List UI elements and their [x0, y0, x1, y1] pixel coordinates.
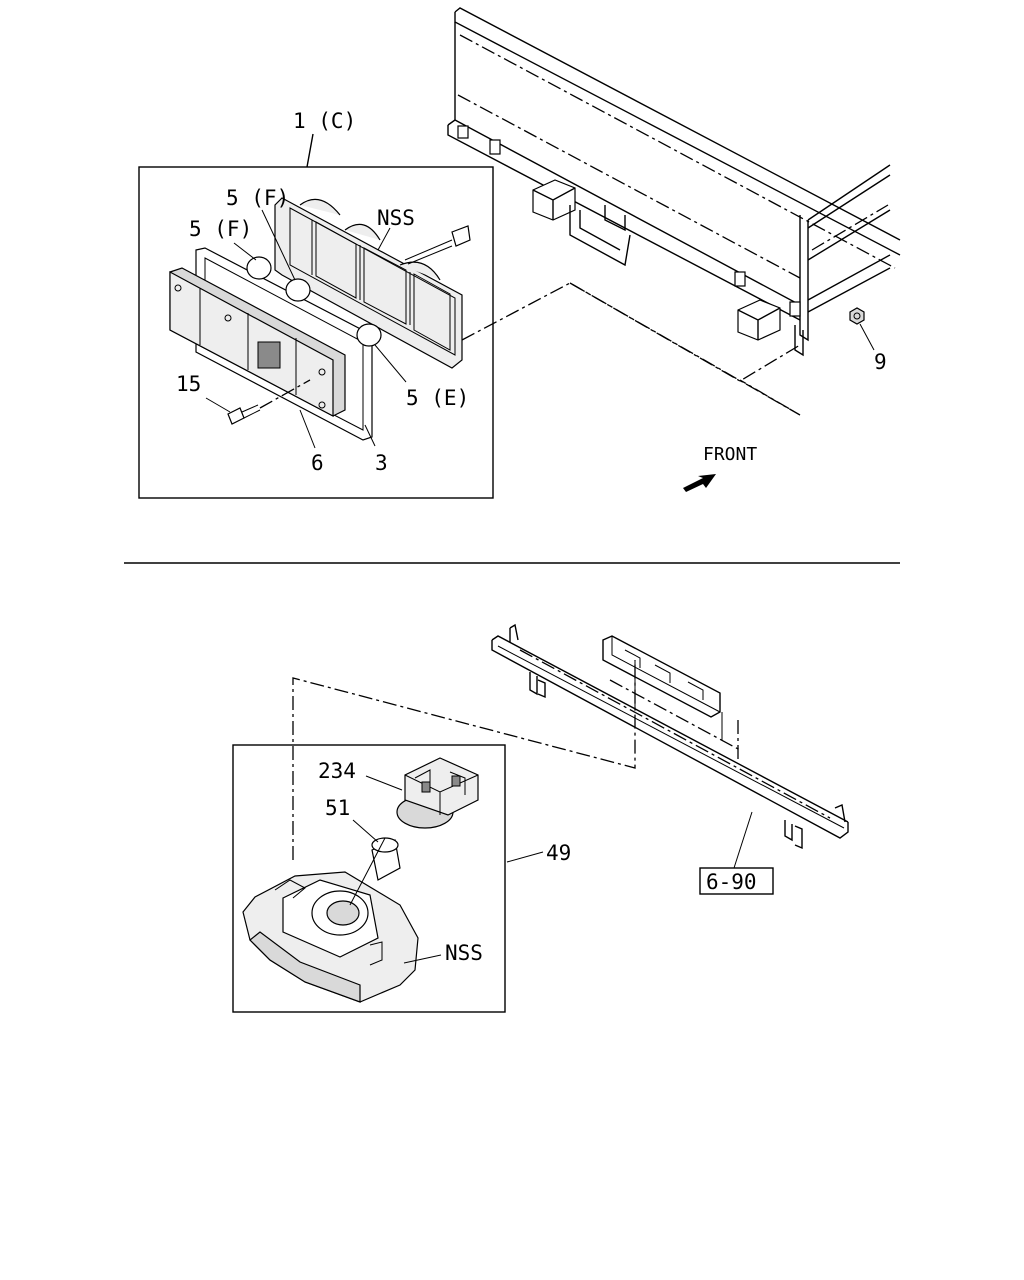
- detail-box-license-lamp: [232, 744, 506, 1013]
- label-bulb-5f-b: 5 (F): [189, 217, 252, 241]
- label-bulb-5e: 5 (E): [406, 386, 469, 410]
- label-socket-234: 234: [318, 759, 356, 783]
- label-lens-6: 6: [311, 451, 324, 475]
- bottom-leaders: [349, 775, 544, 964]
- top-leaders: [205, 209, 875, 449]
- leader-line-license-lamp: [292, 660, 636, 860]
- label-bulb-5f-a: 5 (F): [226, 186, 289, 210]
- detail-box-rear-lamp: [138, 166, 494, 499]
- arrow-right-icon: [683, 474, 716, 492]
- rear-combination-lamp: [169, 197, 471, 441]
- label-bulb-51: 51: [325, 796, 350, 820]
- rear-frame-bracket: [491, 623, 849, 850]
- label-ref-6-90[interactable]: 6-90: [706, 870, 757, 894]
- label-nss-top: NSS: [377, 206, 415, 230]
- label-lamp-49: 49: [546, 841, 571, 865]
- label-screw-15: 15: [176, 372, 201, 396]
- ref-box-6-90[interactable]: [699, 867, 774, 895]
- truck-body: [447, 7, 901, 357]
- label-nut-9: 9: [874, 350, 887, 374]
- label-front: FRONT: [703, 444, 757, 465]
- label-nss-bottom: NSS: [445, 941, 483, 965]
- leader-line-assembly: [461, 282, 801, 416]
- license-plate-lamp: [242, 757, 479, 1003]
- label-assembly-1c: 1 (C): [293, 109, 356, 133]
- label-gasket-3: 3: [375, 451, 388, 475]
